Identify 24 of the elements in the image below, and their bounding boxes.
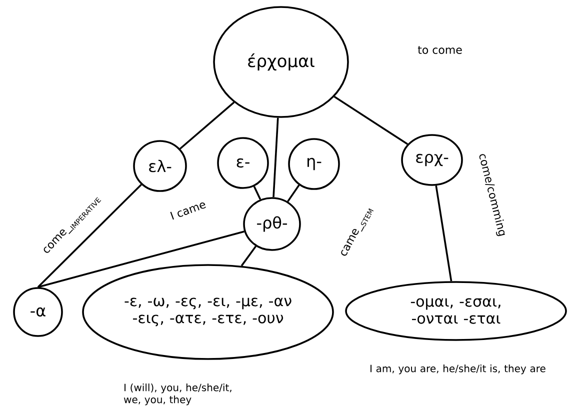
connector-line [334, 96, 408, 145]
ellipse-node: -ρθ- [243, 197, 301, 251]
ellipse-node: ε- [217, 137, 269, 189]
connector-line [240, 246, 257, 266]
translation-text: I am, you are, he/she/it is, they are [370, 364, 546, 374]
connector-line [272, 118, 279, 198]
connector-line [435, 186, 452, 282]
ellipse-node: -ομαι, -εσαι, -ονται -εται [345, 281, 567, 341]
ellipse-node: έρχομαι [213, 6, 349, 118]
ellipse-node: η- [288, 138, 340, 190]
label-text: $\text{came\_}_{\text{\scriptsize STEM}}$ [341, 208, 374, 256]
connector-line [287, 184, 300, 202]
translation-text: I (will), you, he/she/it, we, you, they [124, 384, 232, 406]
edge-label: $\text{come\_}_{\text{\scriptsize IMPERATIVE}}$ [44, 197, 102, 253]
connector-line [253, 186, 262, 200]
connector-line [179, 102, 235, 150]
ellipse-node: -ε, -ω, -ες, -ει, -με, -αν -εις, -ατε, -ετε, -ουν [82, 264, 334, 360]
label-text: to come [418, 46, 462, 54]
ellipse-node: ερχ- [401, 134, 463, 186]
connector-line [37, 184, 142, 288]
edge-label: I came [170, 202, 206, 220]
ellipse-node: -α [13, 287, 63, 337]
connector-line [38, 230, 244, 288]
ellipse-node: ελ- [133, 140, 187, 192]
